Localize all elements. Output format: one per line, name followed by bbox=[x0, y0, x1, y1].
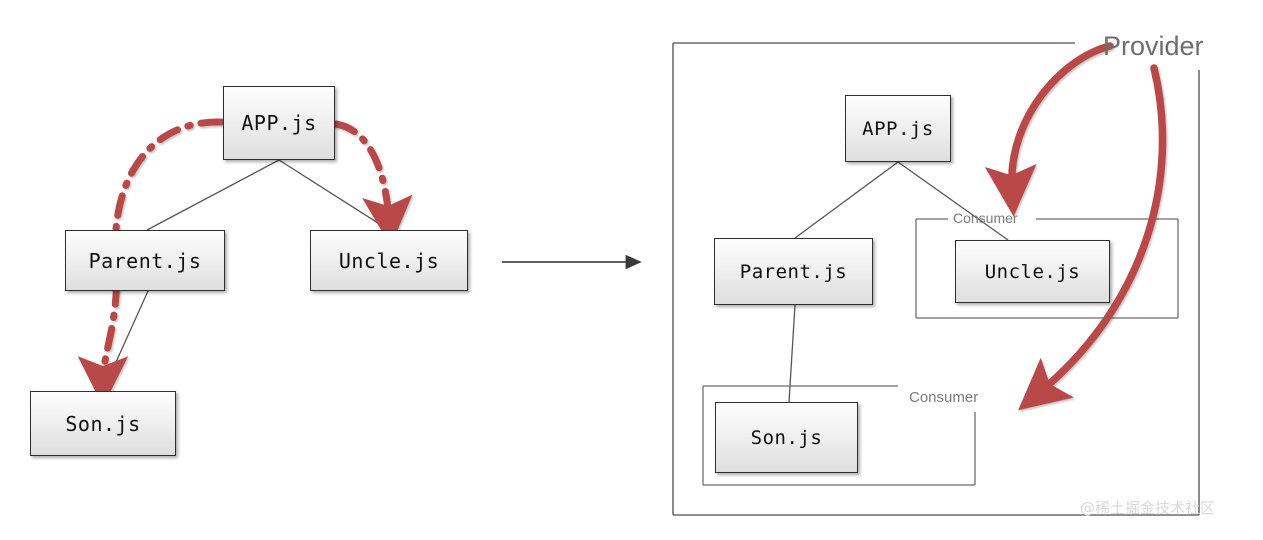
node-parent-js-right[interactable]: Parent.js bbox=[714, 238, 873, 305]
edge-app-parent bbox=[146, 159, 280, 231]
node-label: Son.js bbox=[750, 426, 823, 449]
right-panel-red-flows bbox=[984, 42, 1167, 411]
edge-app-uncle-right bbox=[897, 161, 1009, 241]
node-label: Uncle.js bbox=[984, 260, 1081, 283]
node-son-js-right[interactable]: Son.js bbox=[715, 402, 858, 473]
node-son-js-left[interactable]: Son.js bbox=[30, 391, 176, 456]
node-app-js-left[interactable]: APP.js bbox=[223, 86, 335, 160]
provider-label: Provider bbox=[1103, 31, 1204, 61]
red-flow-app-to-uncle bbox=[332, 120, 413, 247]
node-app-js-right[interactable]: APP.js bbox=[845, 95, 951, 162]
red-flow-provider-to-son-consumer bbox=[1018, 64, 1167, 411]
right-panel-outer-box bbox=[672, 42, 1200, 516]
node-label: Son.js bbox=[65, 411, 141, 436]
consumer-label-uncle: Consumer bbox=[953, 210, 1018, 226]
node-uncle-js-right[interactable]: Uncle.js bbox=[955, 240, 1110, 303]
node-uncle-js-left[interactable]: Uncle.js bbox=[310, 230, 468, 291]
node-label: Parent.js bbox=[88, 248, 202, 273]
node-label: Uncle.js bbox=[338, 248, 440, 273]
red-flow-provider-to-uncle-consumer bbox=[984, 42, 1114, 217]
node-label: APP.js bbox=[862, 117, 934, 140]
consumer-label-son: Consumer bbox=[909, 389, 979, 406]
consumer-box-son-outline bbox=[702, 385, 976, 486]
node-parent-js-left[interactable]: Parent.js bbox=[65, 230, 225, 291]
watermark-text: @稀土掘金技术社区 bbox=[1080, 499, 1216, 517]
edge-app-parent-right bbox=[794, 161, 899, 239]
edge-app-uncle bbox=[278, 159, 390, 231]
node-label: Parent.js bbox=[739, 260, 848, 283]
node-label: APP.js bbox=[241, 111, 317, 135]
edge-parent-son-right bbox=[788, 304, 796, 403]
